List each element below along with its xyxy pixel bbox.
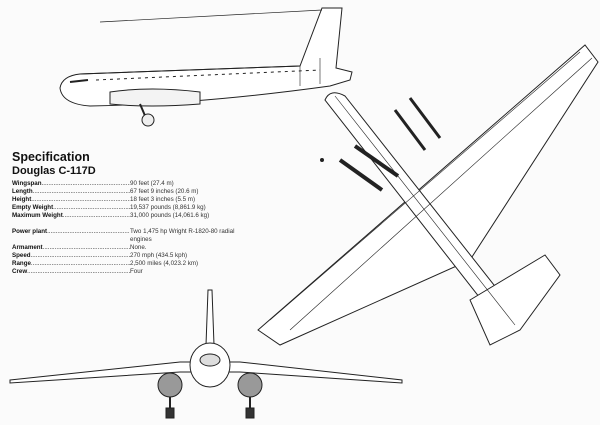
spec-value: 67 feet 9 inches (20.6 m) bbox=[130, 188, 199, 195]
spec-value: 270 mph (434.5 kph) bbox=[130, 252, 188, 259]
spec-value: 2,500 miles (4,023.2 km) bbox=[130, 260, 199, 267]
spec-label: Speed bbox=[12, 252, 130, 260]
specification-block: Specification Douglas C-117D Wingspan90 … bbox=[12, 150, 252, 276]
spec-row-wingspan: Wingspan90 feet (27.4 m) bbox=[12, 180, 252, 188]
spec-row-height: Height18 feet 3 inches (5.5 m) bbox=[12, 196, 252, 204]
spec-value: 31,000 pounds (14,061.6 kg) bbox=[130, 212, 210, 219]
side-view-drawing bbox=[59, 7, 353, 127]
spec-value: 18 feet 3 inches (5.5 m) bbox=[130, 196, 196, 203]
spec-label: Crew bbox=[12, 268, 130, 276]
spec-label: Length bbox=[12, 188, 130, 196]
top-view-drawing bbox=[257, 44, 599, 346]
spec-label: Power plant bbox=[12, 228, 130, 244]
spec-row-length: Length67 feet 9 inches (20.6 m) bbox=[12, 188, 252, 196]
spec-label: Range bbox=[12, 260, 130, 268]
spec-value: Two 1,475 hp Wright R-1820-80 radial eng… bbox=[130, 228, 235, 243]
spec-row-speed: Speed270 mph (434.5 kph) bbox=[12, 252, 252, 260]
spec-label: Armament bbox=[12, 244, 130, 252]
spec-row-armament: ArmamentNone. bbox=[12, 244, 252, 252]
front-view-drawing bbox=[9, 289, 403, 419]
spec-label: Wingspan bbox=[12, 180, 130, 188]
spec-label: Height bbox=[12, 196, 130, 204]
spec-value: None. bbox=[130, 244, 147, 251]
spec-value: 19,537 pounds (8,861.9 kg) bbox=[130, 204, 206, 211]
spec-row-crew: CrewFour bbox=[12, 268, 252, 276]
spec-row-power-plant: Power plantTwo 1,475 hp Wright R-1820-80… bbox=[12, 228, 252, 244]
spec-row-range: Range2,500 miles (4,023.2 km) bbox=[12, 260, 252, 268]
spec-value: Four bbox=[130, 268, 143, 275]
spec-label: Maximum Weight bbox=[12, 212, 130, 220]
spec-row-empty-weight: Empty Weight19,537 pounds (8,861.9 kg) bbox=[12, 204, 252, 212]
aircraft-name: Douglas C-117D bbox=[12, 165, 96, 177]
spec-row-max-weight: Maximum Weight31,000 pounds (14,061.6 kg… bbox=[12, 212, 252, 220]
spec-label: Empty Weight bbox=[12, 204, 130, 212]
spec-value: 90 feet (27.4 m) bbox=[130, 180, 174, 187]
spec-heading: Specification bbox=[12, 150, 90, 164]
